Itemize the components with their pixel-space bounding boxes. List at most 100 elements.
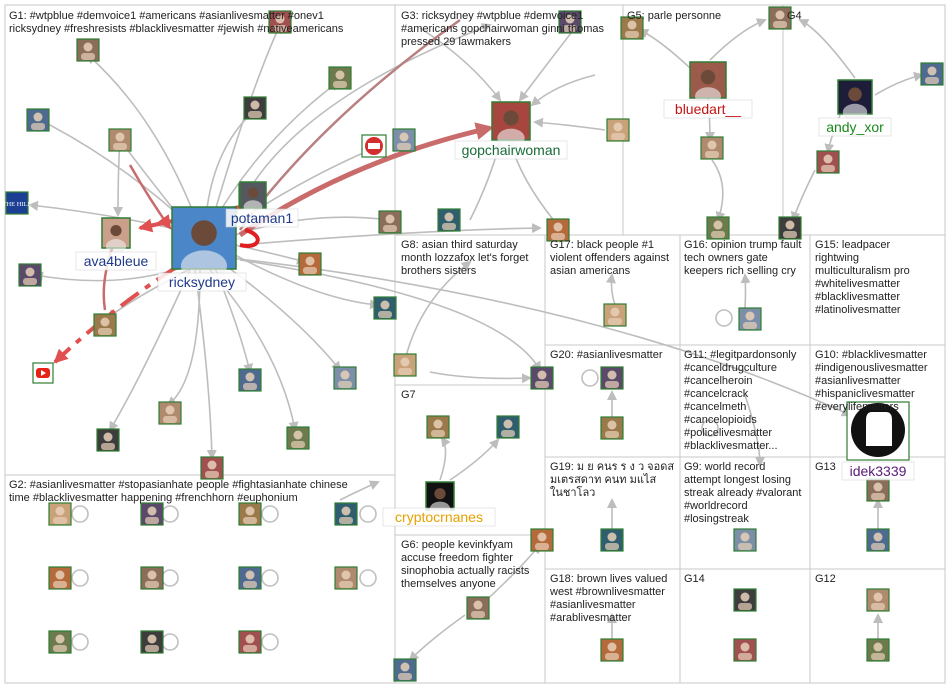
node-avatar[interactable]	[600, 366, 624, 390]
node-avatar[interactable]	[437, 208, 461, 232]
node-avatar[interactable]	[140, 502, 164, 526]
edge	[234, 254, 380, 310]
node-avatar[interactable]	[108, 128, 132, 152]
node-avatar[interactable]	[392, 128, 416, 152]
youtube-icon[interactable]	[32, 362, 54, 384]
node-avatar[interactable]	[530, 528, 554, 552]
node-avatar[interactable]	[546, 218, 570, 242]
node-avatar[interactable]	[140, 566, 164, 590]
node-avatar[interactable]	[866, 588, 890, 612]
node-avatar[interactable]	[96, 428, 120, 452]
group-label-line: #cancelopioids	[684, 414, 757, 426]
node-avatar[interactable]	[816, 150, 840, 174]
group-label-line: tech owners gate	[684, 252, 768, 264]
node-avatar[interactable]	[738, 307, 762, 331]
node-label-gopchairwoman[interactable]: gopchairwoman	[462, 142, 561, 158]
node-avatar[interactable]	[334, 502, 358, 526]
node-avatar[interactable]	[558, 10, 582, 34]
node-avatar[interactable]	[268, 10, 292, 34]
potaman1-avatar[interactable]	[239, 181, 267, 214]
edge	[108, 269, 191, 432]
gop-logo-icon[interactable]	[361, 134, 387, 158]
node-avatar[interactable]	[298, 252, 322, 276]
node-labels: ricksydney potaman1 ava4bleue gopchairwoman…	[75, 99, 915, 527]
group-label-line: ricksydney #freshresists #blacklivesmatt…	[9, 23, 344, 35]
node-avatar[interactable]	[700, 136, 724, 160]
node-avatar[interactable]	[606, 118, 630, 142]
node-avatar[interactable]	[603, 303, 627, 327]
node-label-potaman1[interactable]: potaman1	[231, 210, 293, 226]
node-avatar[interactable]	[620, 16, 644, 40]
node-avatar[interactable]	[768, 6, 792, 30]
edge	[194, 269, 217, 460]
fist-icon[interactable]	[846, 401, 910, 461]
node-avatar[interactable]	[733, 528, 757, 552]
node-avatar[interactable]	[378, 210, 402, 234]
andy-xor-avatar[interactable]	[837, 79, 873, 121]
node-avatar[interactable]	[393, 658, 417, 682]
the-hill-icon[interactable]: THE HILL	[2, 191, 32, 215]
node-avatar[interactable]	[393, 353, 417, 377]
node-avatar[interactable]	[733, 638, 757, 662]
group-box-g14	[679, 568, 811, 684]
edge	[530, 74, 596, 107]
node-avatar[interactable]	[18, 263, 42, 287]
ricksydney-avatar[interactable]	[171, 206, 237, 282]
node-avatar[interactable]	[238, 630, 262, 654]
node-avatar[interactable]	[48, 630, 72, 654]
node-avatar[interactable]	[866, 638, 890, 662]
node-avatar[interactable]	[26, 108, 50, 132]
node-avatar[interactable]	[426, 415, 450, 439]
node-avatar[interactable]	[600, 416, 624, 440]
node-label-bluedart[interactable]: bluedart__	[675, 101, 741, 117]
group-label-line: G20: #asianlivesmatter	[550, 349, 663, 361]
node-avatar[interactable]	[778, 216, 802, 240]
node-avatar[interactable]	[373, 296, 397, 320]
node-avatar[interactable]	[200, 456, 224, 480]
ava4bleue-avatar[interactable]	[101, 217, 131, 254]
node-avatar[interactable]	[920, 62, 944, 86]
node-avatar[interactable]	[286, 426, 310, 450]
node-avatar[interactable]	[600, 638, 624, 662]
node-avatar[interactable]	[140, 630, 164, 654]
group-label-line: #blacklivesmatter	[815, 291, 900, 303]
group-label-line: ในชาโลว	[550, 485, 595, 499]
group-label-line: attempt longest losing	[684, 474, 791, 486]
node-avatar[interactable]	[238, 368, 262, 392]
node-avatar[interactable]	[866, 478, 890, 502]
node-avatar[interactable]	[466, 596, 490, 620]
node-label-cryptocrnanes[interactable]: cryptocrnanes	[395, 509, 483, 525]
node-avatar[interactable]	[496, 415, 520, 439]
node-label-ricksydney[interactable]: ricksydney	[169, 274, 235, 290]
node-avatar[interactable]	[706, 216, 730, 240]
node-avatar[interactable]	[158, 401, 182, 425]
group-label-line: #losingstreak	[684, 513, 749, 525]
group-label-line: violent offenders against	[550, 252, 669, 264]
node-avatar[interactable]	[238, 566, 262, 590]
node-avatar[interactable]	[866, 528, 890, 552]
node-avatar[interactable]	[48, 502, 72, 526]
node-avatar[interactable]	[334, 566, 358, 590]
group-label-line: #cancelmeth	[684, 401, 746, 413]
node-avatar[interactable]	[76, 38, 100, 62]
node-label-idek3339[interactable]: idek3339	[850, 463, 907, 479]
node-avatar[interactable]	[333, 366, 357, 390]
node-avatar[interactable]	[243, 96, 267, 120]
node-avatar[interactable]	[530, 366, 554, 390]
node-avatar[interactable]	[93, 313, 117, 337]
group-label-line: G18: brown lives valued	[550, 573, 667, 585]
node-label-andy_xor[interactable]: andy_xor	[826, 119, 884, 135]
node-avatar[interactable]	[600, 528, 624, 552]
bluedart-avatar[interactable]	[689, 61, 727, 106]
node-avatar[interactable]	[238, 502, 262, 526]
node-avatar[interactable]	[733, 588, 757, 612]
group-label-line: G16: opinion trump fault	[684, 239, 801, 251]
self-loop	[239, 228, 260, 248]
node-label-ava4bleue[interactable]: ava4bleue	[84, 253, 149, 269]
node-avatar[interactable]	[328, 66, 352, 90]
node-avatar[interactable]	[48, 566, 72, 590]
group-label-line: month lozzafox let's forget	[401, 252, 528, 264]
group-label-line: G15: leadpacer	[815, 239, 891, 251]
